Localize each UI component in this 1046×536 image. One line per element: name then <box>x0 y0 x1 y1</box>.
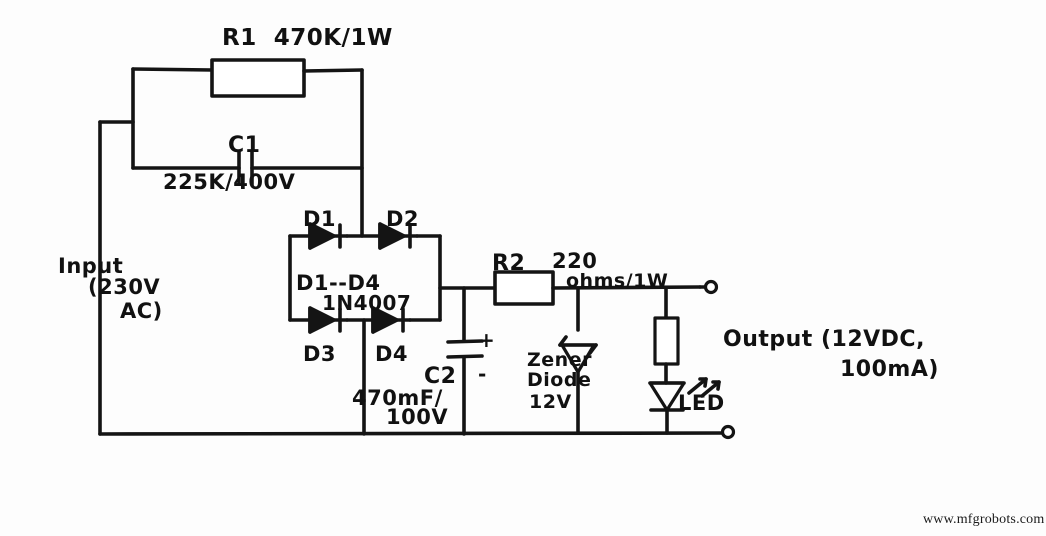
diode-d3-triangle <box>308 306 336 334</box>
terminal-output-negative <box>720 424 736 440</box>
watermark: www.mfgrobots.com <box>923 512 1045 527</box>
label-d3: D3 <box>303 342 337 366</box>
label-c2-value-1: 470mF/ <box>352 386 443 410</box>
label-output-line1: Output (12VDC, <box>723 327 925 352</box>
diode-led-triangle <box>648 381 686 412</box>
label-c2-polarity-minus: - <box>478 362 487 386</box>
label-c2-polarity-plus: + <box>478 328 496 352</box>
label-input-line2: (230V <box>88 275 161 299</box>
label-c1-value: 225K/400V <box>163 170 296 194</box>
diode-zener-triangle <box>560 343 596 374</box>
label-output-line2: 100mA) <box>840 357 939 382</box>
label-r1: R1 470K/1W <box>222 25 393 51</box>
capacitor-c2-plate-positive <box>446 339 484 344</box>
diode-d1-triangle <box>308 222 336 250</box>
diode-d4-triangle <box>371 306 399 334</box>
label-r2-value-1: 220 <box>552 249 598 273</box>
wire-bottom-rail <box>98 431 730 436</box>
led-emission-arrowhead-2 <box>711 380 721 391</box>
resistor-r1-body <box>210 58 306 98</box>
label-d4: D4 <box>375 342 409 366</box>
label-led: LED <box>678 391 725 415</box>
label-bridge-range: D1--D4 <box>296 271 381 295</box>
resistor-led-series-body <box>653 316 680 366</box>
label-input-line1: Input <box>58 254 124 278</box>
diode-zener-bend-left <box>558 335 568 347</box>
led-emission-arrow-2 <box>700 380 721 398</box>
wire-r1-left-lead <box>131 67 214 72</box>
label-d1: D1 <box>303 207 337 231</box>
label-c2-value-2: 100V <box>386 405 449 429</box>
diode-d2-triangle <box>378 222 406 250</box>
label-zener-line1: Zener <box>527 349 592 371</box>
resistor-r2-body <box>493 270 555 306</box>
label-d2: D2 <box>386 207 420 231</box>
label-zener-line3: 12V <box>529 391 572 413</box>
label-r2-designator: R2 <box>492 251 526 276</box>
label-c2-designator: C2 <box>424 364 457 389</box>
label-r2-value-2: ohms/1W <box>566 270 669 292</box>
terminal-output-positive <box>703 279 719 295</box>
label-zener-line2: Diode <box>527 369 592 391</box>
label-c1-designator: C1 <box>228 133 261 158</box>
led-emission-arrowhead-1 <box>698 377 708 388</box>
label-bridge-part: 1N4007 <box>322 291 412 315</box>
wire-r1-right-lead <box>302 68 364 73</box>
led-emission-arrow-1 <box>687 377 708 395</box>
label-input-line3: AC) <box>120 299 163 323</box>
